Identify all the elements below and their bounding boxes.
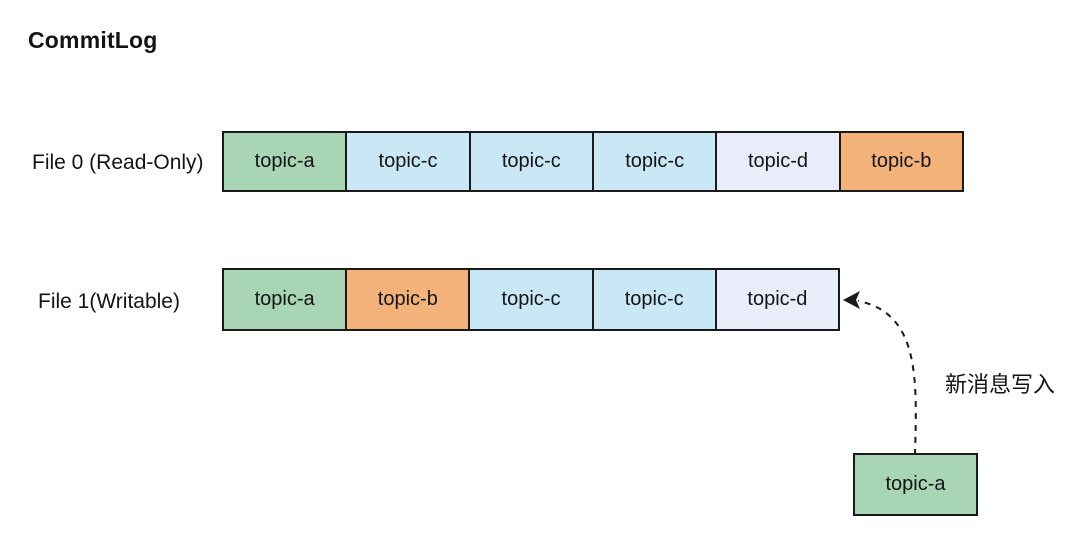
arrowhead-icon xyxy=(843,291,860,309)
file0-segment-0: topic-a xyxy=(224,133,348,190)
file0-segment-1: topic-c xyxy=(347,133,471,190)
new-message-box: topic-a xyxy=(853,453,978,516)
new-message-annotation: 新消息写入 xyxy=(945,372,1056,397)
file0-segment-row: topic-a topic-c topic-c topic-c topic-d … xyxy=(222,131,964,192)
diagram-title: CommitLog xyxy=(28,27,158,53)
file0-segment-3: topic-c xyxy=(593,133,718,190)
file1-label: File 1(Writable) xyxy=(38,290,180,313)
new-message-arrow-icon xyxy=(843,291,917,456)
file1-segment-0: topic-a xyxy=(224,270,348,329)
file0-segment-4: topic-d xyxy=(717,133,841,190)
file0-segment-2: topic-c xyxy=(470,133,594,190)
file0-segment-5: topic-b xyxy=(840,133,962,190)
file1-segment-1: topic-b xyxy=(347,270,471,329)
file1-segment-row: topic-a topic-b topic-c topic-c topic-d xyxy=(222,268,840,331)
file1-segment-2: topic-c xyxy=(470,270,594,329)
file0-label: File 0 (Read-Only) xyxy=(32,151,204,174)
file1-segment-4: topic-d xyxy=(716,270,839,329)
file1-segment-3: topic-c xyxy=(593,270,717,329)
